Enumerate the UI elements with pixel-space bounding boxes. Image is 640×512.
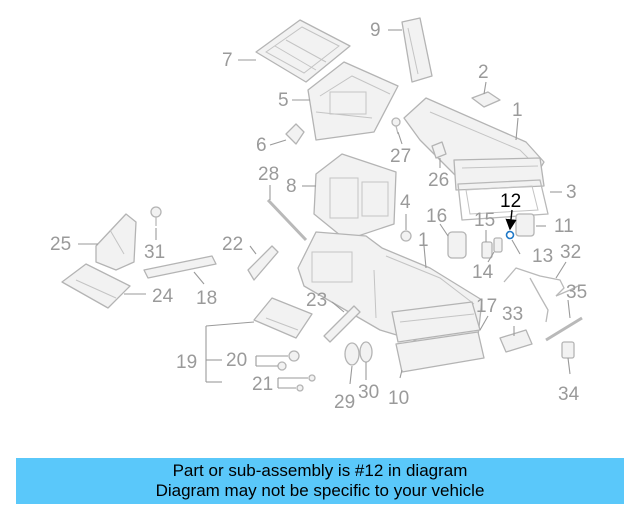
part-34-clip (561, 341, 575, 359)
part-11-actuator (515, 213, 535, 237)
parts-diagram: 7 9 2 1 5 6 27 26 3 28 8 4 31 25 24 18 2… (50, 17, 587, 413)
part-22-seal (247, 245, 279, 281)
part-30-seal (359, 341, 373, 363)
part-1-duct (403, 97, 545, 191)
callout-23[interactable]: 23 (306, 290, 327, 311)
callout-22[interactable]: 22 (222, 234, 243, 255)
banner-line-part: Part or sub-assembly is #12 in diagram (172, 461, 468, 480)
part-24-tray (61, 263, 131, 309)
callout-5[interactable]: 5 (278, 90, 289, 111)
callout-26[interactable]: 26 (428, 170, 449, 191)
callout-2[interactable]: 2 (478, 62, 489, 83)
part-29-seal (344, 342, 360, 366)
callout-1b[interactable]: 1 (418, 230, 429, 251)
callout-31[interactable]: 31 (144, 242, 165, 263)
callout-19[interactable]: 19 (176, 352, 197, 373)
callout-4[interactable]: 4 (400, 192, 411, 213)
callout-12-highlighted[interactable]: 12 (500, 191, 521, 212)
part-14-sensor (493, 237, 503, 253)
callout-24[interactable]: 24 (152, 286, 174, 307)
part-23-seal (323, 305, 361, 343)
callout-32[interactable]: 32 (560, 242, 581, 263)
part-32-harness (503, 267, 579, 323)
callout-29[interactable]: 29 (334, 392, 355, 413)
callout-33[interactable]: 33 (502, 304, 523, 325)
callout-21[interactable]: 21 (252, 374, 273, 395)
callout-7[interactable]: 7 (222, 50, 233, 71)
part-6-bracket (285, 123, 305, 145)
callout-25[interactable]: 25 (50, 234, 71, 255)
callout-14[interactable]: 14 (472, 262, 494, 283)
part-31-fastener (150, 206, 162, 226)
callout-13[interactable]: 13 (532, 246, 553, 267)
part-15-sensor (481, 241, 493, 259)
part-21-clip (296, 374, 316, 392)
callout-34[interactable]: 34 (558, 384, 580, 405)
part-8-blower-case (313, 153, 397, 241)
leader-lines (78, 29, 571, 389)
part-9-filter-panel (401, 17, 433, 83)
callout-20[interactable]: 20 (226, 350, 247, 371)
callout-35[interactable]: 35 (566, 282, 587, 303)
part-25-bracket (95, 213, 137, 271)
callout-6[interactable]: 6 (256, 135, 267, 156)
callout-30[interactable]: 30 (358, 382, 379, 403)
banner-line-disclaimer: Diagram may not be specific to your vehi… (155, 481, 485, 500)
part-19-filter (253, 297, 313, 339)
callout-18[interactable]: 18 (196, 288, 217, 309)
callout-10[interactable]: 10 (388, 388, 409, 409)
part-20-grommet (277, 350, 300, 371)
part-5-upper-housing (307, 61, 399, 141)
callout-8[interactable]: 8 (286, 176, 297, 197)
callout-15[interactable]: 15 (474, 210, 495, 231)
callout-27[interactable]: 27 (390, 146, 411, 167)
callout-28[interactable]: 28 (258, 164, 279, 185)
part-4-screw (400, 230, 412, 242)
diagram-notice-banner: Part or sub-assembly is #12 in diagram D… (16, 458, 624, 504)
part-12-grommet (505, 230, 515, 240)
callout-1[interactable]: 1 (512, 100, 523, 121)
part-7-filter-frame (255, 19, 351, 83)
part-27-screw (391, 117, 401, 135)
part-2-clip (471, 91, 501, 108)
part-3-frame (457, 179, 549, 221)
part-35-rod (545, 316, 583, 342)
callout-17[interactable]: 17 (476, 296, 497, 317)
part-16-actuator (447, 231, 467, 259)
callouts: 7 9 2 1 5 6 27 26 3 28 8 4 31 25 24 18 2… (50, 20, 587, 413)
part-18-strip (143, 255, 217, 279)
callout-9[interactable]: 9 (370, 20, 381, 41)
callout-11[interactable]: 11 (554, 216, 574, 237)
part-26-clip (431, 141, 447, 159)
part-28-rod (266, 198, 308, 242)
part-33-module (499, 329, 533, 353)
callout-16[interactable]: 16 (426, 206, 447, 227)
callout-3[interactable]: 3 (566, 182, 577, 203)
